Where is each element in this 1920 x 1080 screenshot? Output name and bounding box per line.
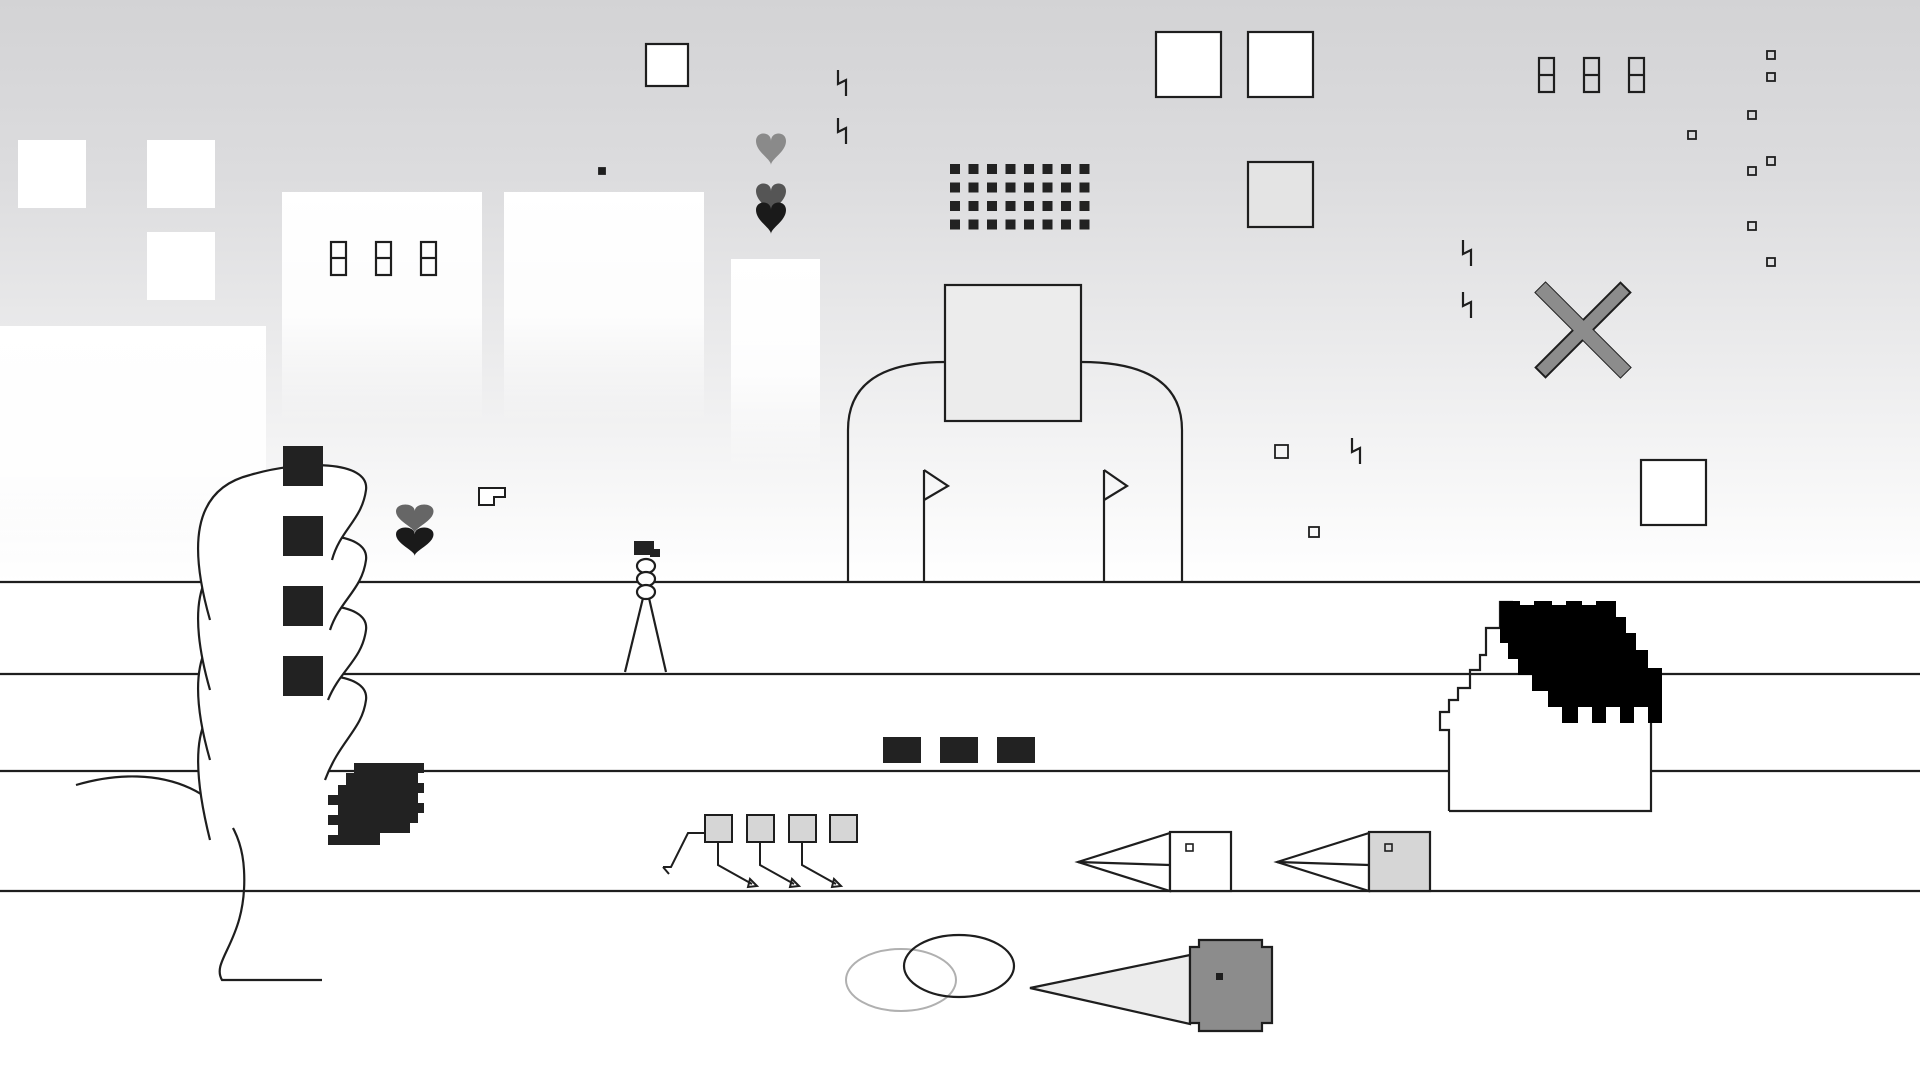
grid-dot bbox=[1005, 219, 1016, 230]
floating-squares bbox=[644, 30, 1708, 527]
grid-dot bbox=[950, 164, 960, 174]
grid-dot bbox=[1061, 201, 1071, 211]
beak-creature-2 bbox=[1273, 830, 1432, 893]
pixel-blob-house bbox=[1500, 601, 1662, 723]
overlapping-ellipses bbox=[845, 933, 1016, 1012]
grid-dot bbox=[950, 201, 960, 211]
background-buildings bbox=[0, 140, 820, 586]
grid-dot bbox=[1079, 164, 1090, 174]
grid-dot bbox=[1061, 219, 1071, 230]
grid-dot bbox=[1024, 219, 1034, 230]
grid-dot bbox=[968, 182, 979, 193]
x-mark bbox=[1534, 281, 1632, 379]
grid-dot bbox=[1079, 182, 1090, 193]
player-character bbox=[623, 541, 668, 673]
grid-dot bbox=[1079, 201, 1090, 211]
grid-dot bbox=[1024, 164, 1034, 174]
pixel-blob-left bbox=[328, 763, 424, 845]
grid-dot bbox=[1079, 219, 1090, 230]
particles bbox=[598, 50, 1776, 538]
grid-dot bbox=[1042, 201, 1053, 211]
grid-dot bbox=[968, 164, 979, 174]
dot-grid bbox=[950, 164, 1090, 230]
grid-dot bbox=[1061, 164, 1071, 174]
gate-arch bbox=[846, 360, 1184, 582]
grid-dot bbox=[1005, 164, 1016, 174]
floating-item bbox=[478, 487, 506, 506]
grid-dot bbox=[1042, 164, 1053, 174]
grid-dot bbox=[987, 164, 997, 174]
grid-dot bbox=[968, 219, 979, 230]
grid-dot bbox=[1024, 201, 1034, 211]
block-squad bbox=[883, 737, 1035, 763]
grid-dot bbox=[1024, 182, 1034, 193]
grid-dot bbox=[1005, 182, 1016, 193]
beak-creature-1 bbox=[1074, 830, 1233, 893]
grid-dot bbox=[987, 182, 997, 193]
grid-dot bbox=[1005, 201, 1016, 211]
house-structure bbox=[1438, 600, 1662, 813]
grid-dot bbox=[968, 201, 979, 211]
grid-dot bbox=[950, 219, 960, 230]
cone-creature bbox=[1029, 938, 1274, 1033]
gate-flag-left bbox=[923, 469, 951, 501]
grid-dot bbox=[950, 182, 960, 193]
building-windows bbox=[329, 56, 1646, 277]
grid-dot bbox=[987, 219, 997, 230]
grid-dot bbox=[1042, 182, 1053, 193]
gate-flag-right bbox=[1103, 469, 1130, 501]
segment-crawler bbox=[662, 814, 858, 889]
grid-dot bbox=[1061, 182, 1071, 193]
tower-creature bbox=[75, 446, 368, 982]
grid-dot bbox=[987, 201, 997, 211]
grid-dot bbox=[1042, 219, 1053, 230]
